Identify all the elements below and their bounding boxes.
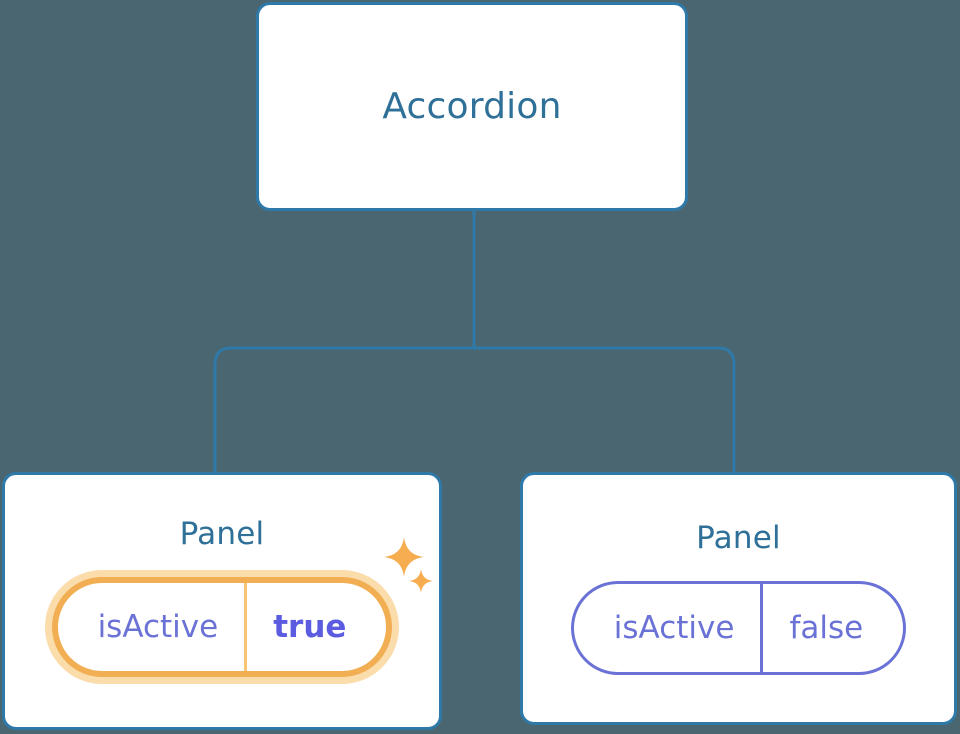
connector-bus-to-left-child <box>213 346 474 472</box>
node-title: Panel <box>179 516 265 552</box>
prop-value: false <box>760 584 903 672</box>
prop-pill-wrapper: isActive true <box>51 537 434 677</box>
sparkle-group <box>382 537 442 607</box>
node-title: Panel <box>696 520 781 556</box>
prop-pill-isactive-true[interactable]: isActive true <box>51 577 393 677</box>
node-panel-active[interactable]: Panel isActive true <box>2 472 442 730</box>
prop-pill-wrapper: isActive false <box>570 581 907 675</box>
node-accordion[interactable]: Accordion <box>256 2 688 211</box>
node-panel-inactive[interactable]: Panel isActive false <box>520 472 957 725</box>
node-title: Accordion <box>382 85 562 127</box>
connector-bus-to-right-child <box>474 346 736 472</box>
prop-value: true <box>244 583 386 671</box>
sparkle-four-point-icon <box>384 537 425 577</box>
prop-pill-isactive-false[interactable]: isActive false <box>570 581 907 675</box>
prop-key: isActive <box>97 608 219 645</box>
sparkle-four-point-icon <box>409 569 434 593</box>
prop-key: isActive <box>613 609 735 646</box>
